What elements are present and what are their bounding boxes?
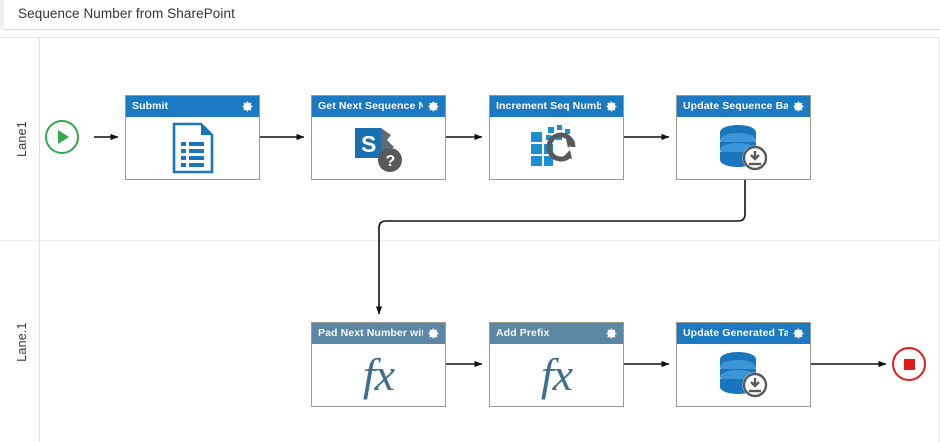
svg-text:?: ? (385, 153, 395, 170)
end-event[interactable] (892, 347, 926, 381)
task-header: Submit (126, 96, 259, 117)
lane-label-top: Lane1 (14, 121, 29, 157)
fx-icon: fx (540, 349, 573, 400)
task-title: Get Next Sequence Nu... (318, 100, 423, 112)
task-header: Update Sequence Back... (677, 96, 810, 117)
increment-refresh-icon (530, 125, 575, 166)
task-node-update-sequence-back[interactable]: Update Sequence Back... (676, 95, 811, 180)
task-node-submit[interactable]: Submit (125, 95, 260, 180)
task-body: S ? (312, 117, 445, 179)
task-title: Increment Seq Number (496, 100, 601, 112)
task-node-increment-seq-number[interactable]: Increment Seq Number (489, 95, 624, 180)
task-node-get-next-sequence-number[interactable]: Get Next Sequence Nu... S ? (311, 95, 446, 180)
svg-text:S: S (361, 131, 376, 157)
task-header: Increment Seq Number (490, 96, 623, 117)
play-triangle-icon (58, 130, 69, 144)
task-node-update-generated-task[interactable]: Update Generated Tas... (676, 322, 811, 407)
task-header: Add Prefix (490, 323, 623, 344)
lane-header-bottom[interactable]: Lane.1 (4, 241, 40, 442)
fx-icon: fx (362, 349, 395, 400)
lane-header-top[interactable]: Lane1 (4, 38, 40, 240)
start-event[interactable] (45, 120, 79, 154)
sharepoint-query-icon: S ? (354, 128, 402, 172)
task-body: fx (312, 344, 445, 406)
task-title: Update Generated Tas... (683, 327, 788, 339)
task-title: Add Prefix (496, 327, 550, 339)
database-update-icon (719, 352, 767, 398)
task-body (490, 117, 623, 179)
task-body (677, 117, 810, 179)
gear-icon[interactable] (605, 327, 618, 340)
gear-icon[interactable] (605, 100, 618, 113)
task-header: Update Generated Tas... (677, 323, 810, 344)
title-divider (0, 30, 940, 38)
gear-icon[interactable] (427, 327, 440, 340)
task-title: Update Sequence Back... (683, 100, 788, 112)
task-title: Submit (132, 100, 169, 112)
title-accent-bar (0, 0, 4, 30)
gear-icon[interactable] (427, 100, 440, 113)
task-title: Pad Next Number with... (318, 327, 423, 339)
task-body (677, 344, 810, 406)
task-node-add-prefix[interactable]: Add Prefix fx (489, 322, 624, 407)
task-body: fx (490, 344, 623, 406)
task-body (126, 117, 259, 179)
gear-icon[interactable] (792, 327, 805, 340)
form-document-icon (172, 122, 213, 174)
lane-label-bottom: Lane.1 (14, 321, 29, 362)
stop-square-icon (903, 358, 915, 370)
gear-icon[interactable] (792, 100, 805, 113)
task-header: Pad Next Number with... (312, 323, 445, 344)
database-update-icon (719, 125, 767, 171)
diagram-title-bar: Sequence Number from SharePoint (0, 0, 940, 30)
page-title: Sequence Number from SharePoint (18, 6, 235, 21)
task-header: Get Next Sequence Nu... (312, 96, 445, 117)
lane-bottom: Lane.1 (0, 241, 940, 442)
gear-icon[interactable] (241, 100, 254, 113)
task-node-pad-next-number[interactable]: Pad Next Number with... fx (311, 322, 446, 407)
